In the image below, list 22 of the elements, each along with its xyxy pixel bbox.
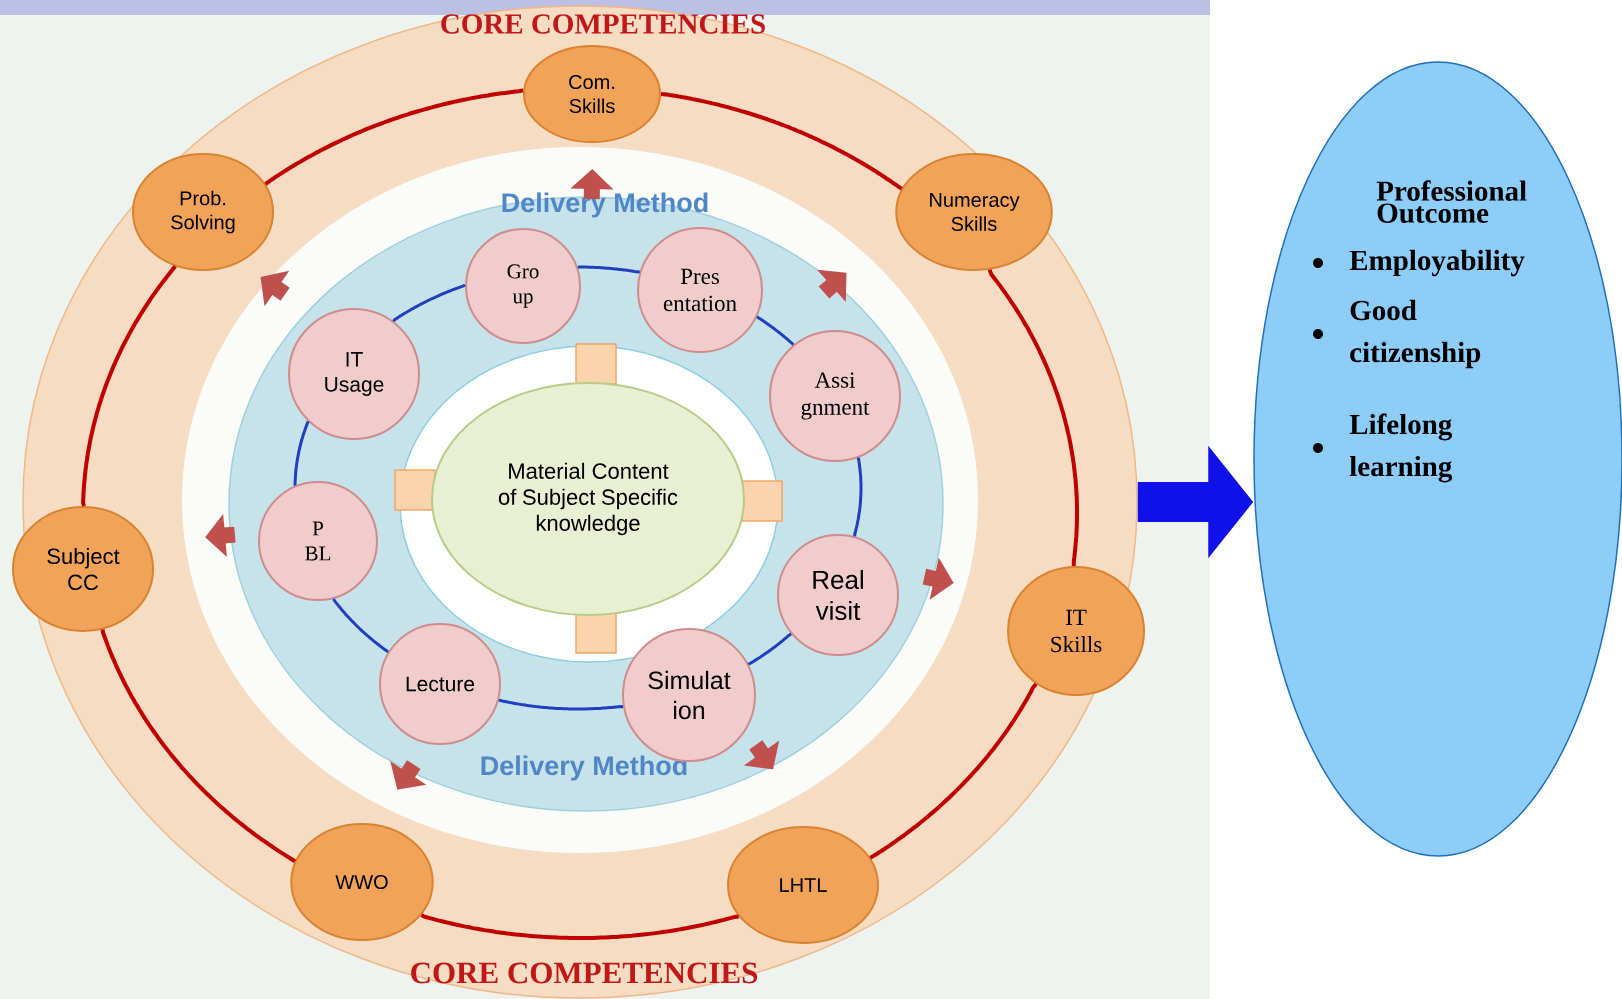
ring-line [869,682,1038,860]
ring-line [660,92,903,191]
ring-line [747,632,792,666]
bullet-item: Good citizenship [1313,299,1481,369]
ring-title: CORE COMPETENCIES [441,14,765,34]
bullet-item: Employability [1313,249,1525,277]
ring-line [756,315,795,346]
ring-title: CORE COMPETENCIES [411,962,758,984]
outcome-heading: Professional Outcome [1376,180,1527,223]
ring-line [987,269,1079,567]
ring-line [81,265,177,507]
ring-line [293,420,310,487]
ring-line [264,88,524,186]
ring-line [332,598,390,653]
ring-line [392,283,466,323]
ring-line [100,629,296,864]
ring-line [498,698,624,711]
ring-line [420,913,739,940]
bullet-item: Lifelong learning [1313,413,1453,483]
ring-line [577,265,640,274]
ring-line [853,457,863,537]
disc-title: Delivery Method [502,192,708,218]
